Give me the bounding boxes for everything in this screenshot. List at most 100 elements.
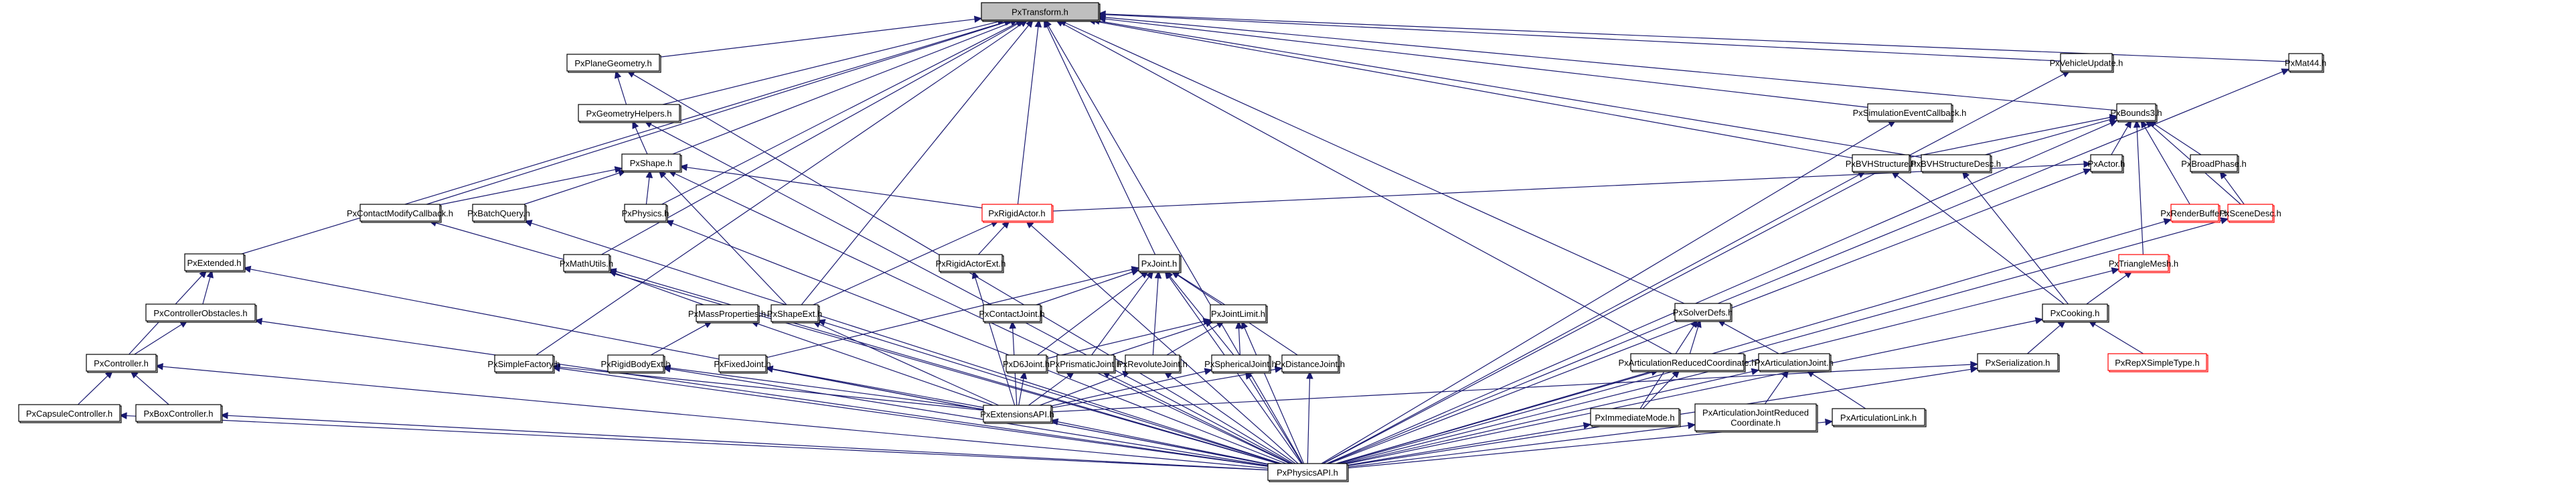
node-px-math-utils[interactable]: PxMathUtils.h xyxy=(560,254,613,273)
node-px-cooking[interactable]: PxCooking.h xyxy=(2042,303,2109,323)
node-px-d6joint[interactable]: PxD6Joint.h xyxy=(1003,354,1050,374)
node-box[interactable] xyxy=(563,254,610,272)
node-px-revolute-joint[interactable]: PxRevoluteJoint.h xyxy=(1117,354,1188,374)
node-px-articulation-link[interactable]: PxArticulationLink.h xyxy=(1832,408,1927,427)
node-px-geometry-helpers[interactable]: PxGeometryHelpers.h xyxy=(578,104,681,123)
node-box[interactable] xyxy=(1758,353,1830,371)
node-box[interactable] xyxy=(1056,354,1115,372)
node-box[interactable] xyxy=(983,405,1052,423)
node-px-serialization[interactable]: PxSerialization.h xyxy=(1977,353,2060,372)
node-px-mass-properties[interactable]: PxMassProperties.h xyxy=(688,304,766,324)
node-box[interactable] xyxy=(771,304,819,322)
node-box[interactable] xyxy=(1694,403,1817,431)
node-px-contact-joint[interactable]: PxContactJoint.h xyxy=(979,304,1045,324)
node-px-bvhstructure[interactable]: PxBVHStructure.h xyxy=(1846,154,1917,174)
node-box[interactable] xyxy=(1211,354,1270,372)
node-px-contact-modify-callback[interactable]: PxContactModifyCallback.h xyxy=(347,204,453,223)
node-px-capsule-controller[interactable]: PxCapsuleController.h xyxy=(18,404,122,423)
node-px-mat44[interactable]: PxMat44.h xyxy=(2285,53,2326,73)
node-box[interactable] xyxy=(1125,354,1180,372)
node-px-rigid-body-ext[interactable]: PxRigidBodyExt.h xyxy=(600,354,671,374)
node-box[interactable] xyxy=(983,304,1041,322)
node-box[interactable] xyxy=(1867,103,1952,121)
node-px-rigid-actor-ext[interactable]: PxRigidActorExt.h xyxy=(936,254,1006,273)
node-box[interactable] xyxy=(1630,353,1745,371)
node-box[interactable] xyxy=(359,204,440,222)
node-px-prismatic-joint[interactable]: PxPrismaticJoint.h xyxy=(1050,354,1121,374)
node-box[interactable] xyxy=(1210,304,1267,322)
node-px-articulation-reduced-coordinate[interactable]: PxArticulationReducedCoordinate.h xyxy=(1619,353,1757,372)
node-px-simulation-event-callback[interactable]: PxSimulationEventCallback.h xyxy=(1853,103,1967,123)
node-box[interactable] xyxy=(494,354,554,372)
node-px-distance-joint[interactable]: PxDistanceJoint.h xyxy=(1275,354,1345,374)
node-px-spherical-joint[interactable]: PxSphericalJoint.h xyxy=(1204,354,1277,374)
node-box[interactable] xyxy=(607,354,664,372)
node-px-rigid-actor[interactable]: PxRigidActor.h xyxy=(981,204,1054,223)
node-box[interactable] xyxy=(145,303,256,322)
node-px-immediate-mode[interactable]: PxImmediateMode.h xyxy=(1590,408,1681,427)
dependency-edge xyxy=(1806,370,1866,409)
node-px-render-buffer[interactable]: PxRenderBuffer.h xyxy=(2160,204,2229,223)
node-px-joint-limit[interactable]: PxJointLimit.h xyxy=(1210,304,1268,324)
node-box[interactable] xyxy=(1590,408,1680,426)
node-box[interactable] xyxy=(2107,353,2207,371)
node-box[interactable] xyxy=(1267,463,1348,481)
node-px-triangle-mesh[interactable]: PxTriangleMesh.h xyxy=(2109,254,2178,273)
node-box[interactable] xyxy=(2288,53,2323,72)
node-box[interactable] xyxy=(18,404,120,422)
node-px-controller-obstacles[interactable]: PxControllerObstacles.h xyxy=(145,303,257,323)
node-px-fixed-joint[interactable]: PxFixedJoint.h xyxy=(714,354,771,374)
node-box[interactable] xyxy=(2170,204,2219,222)
node-px-box-controller[interactable]: PxBoxController.h xyxy=(135,404,223,423)
node-box[interactable] xyxy=(1852,154,1910,172)
node-box[interactable] xyxy=(621,153,681,171)
node-box[interactable] xyxy=(2090,154,2123,172)
node-box[interactable] xyxy=(86,354,157,372)
node-box[interactable] xyxy=(981,204,1052,222)
node-px-rep-xsimple-type[interactable]: PxRepXSimpleType.h xyxy=(2107,353,2208,372)
node-px-bounds3[interactable]: PxBounds3.h xyxy=(2110,103,2162,123)
node-box[interactable] xyxy=(2118,254,2169,272)
node-box[interactable] xyxy=(1674,303,1731,321)
node-px-vehicle-update[interactable]: PxVehicleUpdate.h xyxy=(2050,53,2123,73)
node-px-extended[interactable]: PxExtended.h xyxy=(184,253,246,273)
node-px-simple-factory[interactable]: PxSimpleFactory.h xyxy=(487,354,560,374)
node-box[interactable] xyxy=(566,54,660,72)
node-px-broad-phase[interactable]: PxBroadPhase.h xyxy=(2181,154,2247,174)
node-px-solver-defs[interactable]: PxSolverDefs.h xyxy=(1673,303,1733,322)
node-box[interactable] xyxy=(472,204,526,222)
node-box[interactable] xyxy=(578,104,680,122)
node-px-plane-geometry[interactable]: PxPlaneGeometry.h xyxy=(566,54,661,73)
node-px-articulation-joint[interactable]: PxArticulationJoint.h xyxy=(1755,353,1834,372)
node-px-shape-ext[interactable]: PxShapeExt.h xyxy=(767,304,822,324)
node-box[interactable] xyxy=(1921,154,1991,172)
node-box[interactable] xyxy=(1281,354,1339,372)
node-box[interactable] xyxy=(2060,53,2113,72)
dependency-edge xyxy=(608,270,704,305)
node-px-shape[interactable]: PxShape.h xyxy=(621,153,682,173)
node-px-physics-api[interactable]: PxPhysicsAPI.h xyxy=(1267,463,1349,482)
node-box[interactable] xyxy=(135,404,222,422)
node-px-controller[interactable]: PxController.h xyxy=(86,354,158,373)
node-box[interactable] xyxy=(2227,204,2273,222)
node-px-bvhstructure-desc[interactable]: PxBVHStructureDesc.h xyxy=(1911,154,2001,174)
node-box[interactable] xyxy=(2042,303,2108,322)
node-px-extensions-api[interactable]: PxExtensionsAPI.h xyxy=(980,405,1054,424)
node-box[interactable] xyxy=(1832,408,1925,426)
node-box[interactable] xyxy=(624,204,667,222)
node-box[interactable] xyxy=(2190,154,2238,172)
node-box[interactable] xyxy=(939,254,1003,272)
node-px-joint[interactable]: PxJoint.h xyxy=(1138,254,1182,273)
node-box[interactable] xyxy=(1005,354,1047,372)
node-box[interactable] xyxy=(1977,353,2059,371)
node-box[interactable] xyxy=(184,253,244,271)
node-box[interactable] xyxy=(696,304,758,322)
node-px-actor[interactable]: PxActor.h xyxy=(2088,154,2125,174)
node-box[interactable] xyxy=(1138,254,1180,272)
node-box[interactable] xyxy=(2116,103,2156,121)
node-px-scene-desc[interactable]: PxSceneDesc.h xyxy=(2219,204,2281,223)
node-px-batch-query[interactable]: PxBatchQuery.h xyxy=(467,204,530,223)
node-box[interactable] xyxy=(718,354,767,372)
node-px-physics[interactable]: PxPhysics.h xyxy=(622,204,669,223)
